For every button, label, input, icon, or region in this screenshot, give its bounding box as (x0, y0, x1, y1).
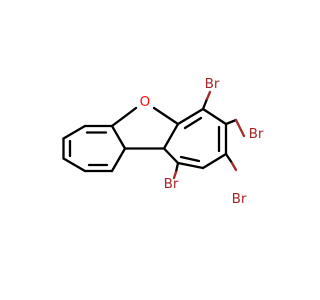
bond-to-bromine (172, 170, 178, 180)
bond-to-bromine (230, 161, 238, 172)
bond-to-bromine (234, 118, 246, 138)
bond (174, 161, 180, 174)
double-bond-inner (183, 116, 203, 130)
tetrabromodibenzofuran-structure: O Br Br Br Br (62, 76, 264, 207)
bond (224, 118, 238, 126)
bond (201, 152, 228, 170)
left-benzene-ring (62, 124, 127, 173)
bond (110, 124, 127, 150)
bond (224, 152, 234, 165)
bromine-atom-label: Br (164, 176, 179, 192)
bond-to-bromine (205, 90, 212, 101)
bond (110, 106, 138, 128)
bromine-atom-label: Br (249, 126, 264, 142)
bromine-atom-label: Br (232, 191, 247, 207)
bond (176, 161, 205, 170)
right-benzene-ring (162, 107, 228, 170)
bond (201, 97, 209, 111)
bond (176, 107, 205, 126)
bromine-bonds (172, 90, 246, 180)
bond (62, 157, 87, 173)
double-bond-inner (179, 155, 201, 163)
bond (162, 147, 180, 165)
bond (110, 147, 127, 173)
bond (162, 122, 180, 150)
bond (152, 106, 180, 126)
furan-ring (110, 106, 180, 150)
oxygen-atom-label: O (140, 94, 151, 110)
bromine-atom-label: Br (205, 76, 220, 92)
bond (201, 107, 228, 126)
bond (62, 124, 87, 140)
